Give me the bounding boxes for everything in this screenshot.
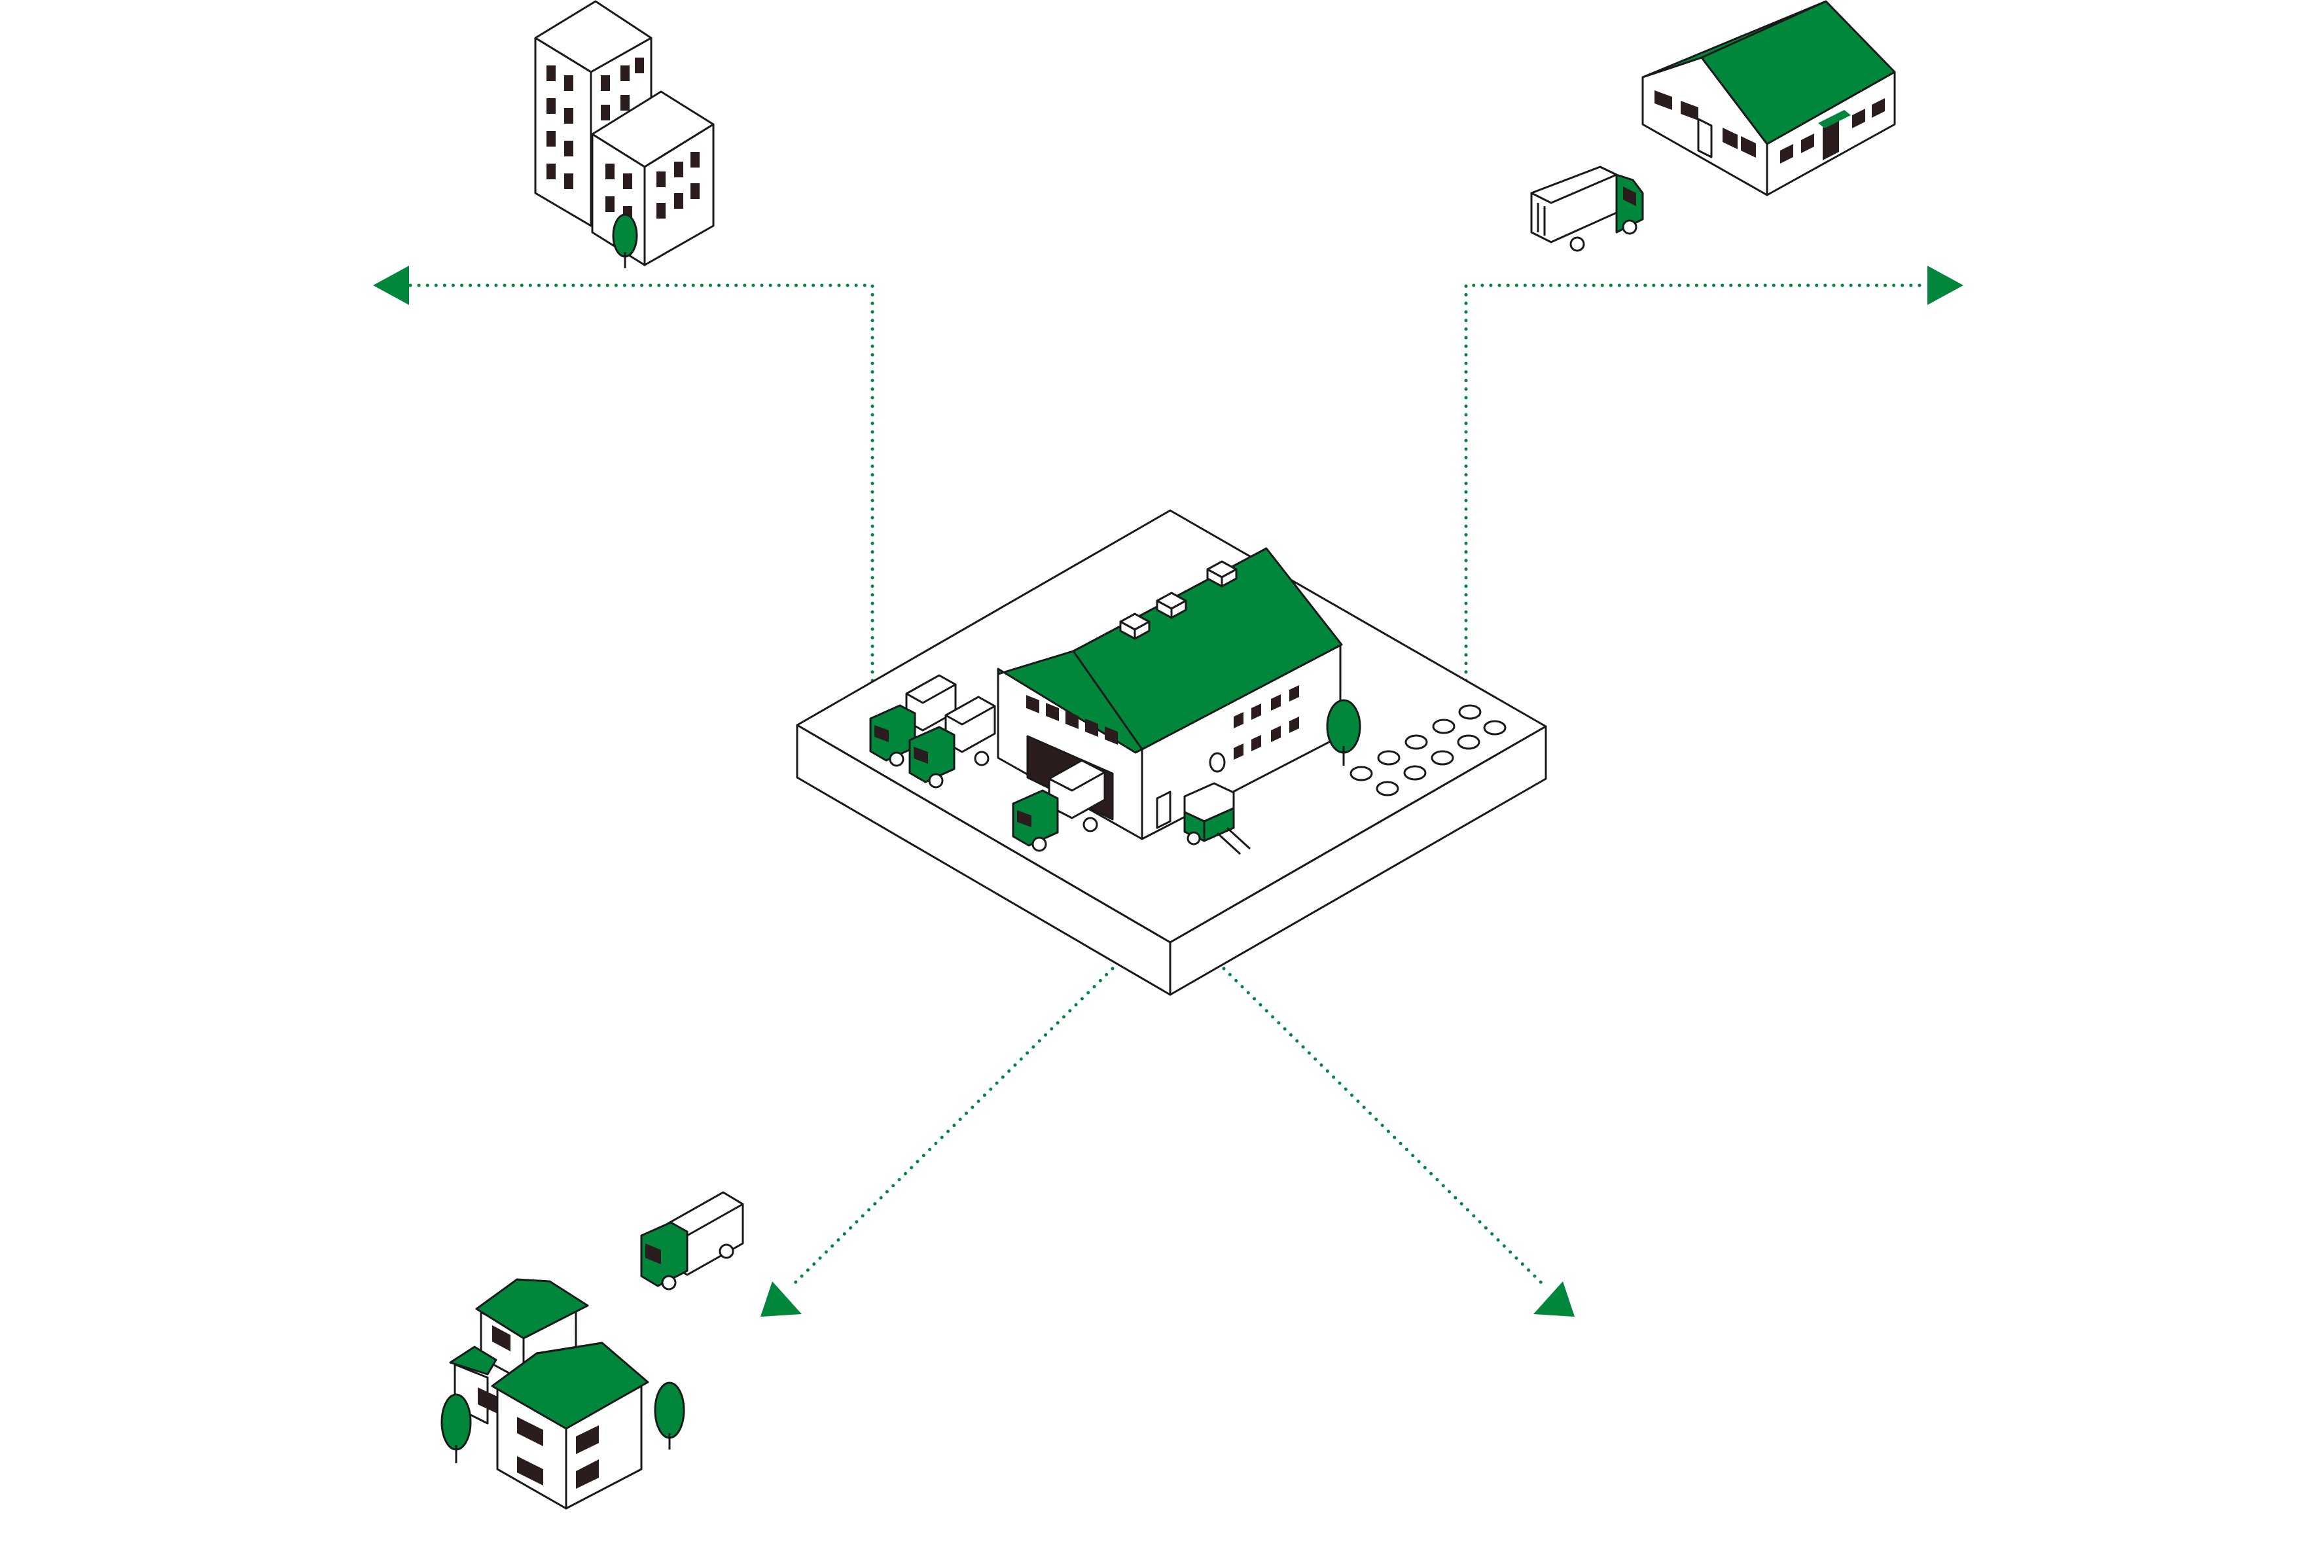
truck-icon bbox=[869, 674, 957, 767]
roof-vents bbox=[1119, 560, 1238, 640]
house-windows bbox=[517, 1417, 599, 1489]
warehouse-side-windows bbox=[1234, 685, 1299, 760]
tower-windows bbox=[546, 58, 644, 189]
flow-arrows bbox=[373, 266, 1963, 1317]
arrowhead-down-right bbox=[1533, 1281, 1575, 1317]
arrow-to-office bbox=[373, 266, 874, 683]
arrowhead-right bbox=[1927, 266, 1963, 305]
factory-windows bbox=[1654, 90, 1885, 164]
tree-icon bbox=[440, 1393, 472, 1463]
tree-icon bbox=[1326, 699, 1361, 766]
parked-trucks bbox=[869, 674, 1106, 852]
residential-houses bbox=[440, 1191, 744, 1510]
forklift-icon bbox=[1183, 782, 1251, 855]
warehouse-hub bbox=[796, 509, 1547, 996]
arrowhead-left bbox=[373, 266, 409, 305]
tree-icon bbox=[654, 1381, 685, 1450]
wall-lamp bbox=[1209, 752, 1226, 773]
factory-warehouse bbox=[1530, 0, 1896, 252]
arrow-to-houses bbox=[760, 967, 1115, 1317]
truck-icon bbox=[908, 696, 996, 789]
truck-icon bbox=[640, 1191, 744, 1291]
arrowhead-down-left bbox=[760, 1281, 802, 1317]
shrub-grid bbox=[1350, 704, 1507, 796]
factory-door bbox=[1823, 119, 1839, 160]
tree-icon bbox=[612, 213, 638, 268]
arrow-to-unlabeled bbox=[1222, 967, 1575, 1317]
office-buildings bbox=[534, 0, 715, 268]
warehouse-front-windows bbox=[1026, 695, 1118, 745]
warehouse-building bbox=[997, 547, 1343, 840]
truck-icon bbox=[1530, 166, 1644, 252]
arrow-to-factory bbox=[1464, 266, 1963, 683]
truck-icon bbox=[1012, 759, 1106, 852]
side-door bbox=[1156, 791, 1171, 829]
